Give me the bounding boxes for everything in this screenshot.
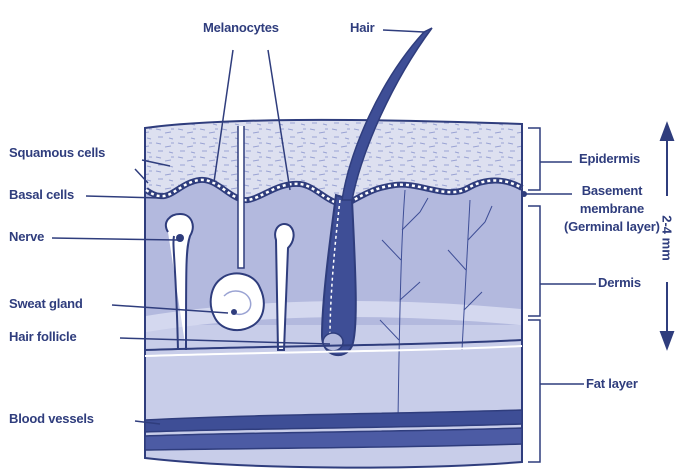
- label-fat-layer: Fat layer: [586, 376, 638, 391]
- label-epidermis: Epidermis: [579, 151, 640, 166]
- label-nerve: Nerve: [9, 229, 44, 244]
- label-hair-follicle: Hair follicle: [9, 329, 76, 344]
- label-germinal-layer: (Germinal layer): [564, 219, 656, 234]
- label-basement-membrane: Basement membrane (Germinal layer): [568, 183, 656, 234]
- bracket-fat-layer: [528, 320, 584, 462]
- label-sweat-gland: Sweat gland: [9, 296, 83, 311]
- leader-hair: [383, 30, 424, 32]
- label-hair: Hair: [350, 20, 375, 35]
- label-basement-line2: membrane: [568, 201, 656, 216]
- label-blood-vessels: Blood vessels: [9, 411, 94, 426]
- nerve-ending: [176, 234, 184, 242]
- bracket-epidermis: [528, 128, 572, 190]
- label-squamous-cells: Squamous cells: [9, 145, 105, 160]
- label-basal-cells: Basal cells: [9, 187, 74, 202]
- label-thickness-scale: 2-4 mm: [660, 215, 675, 261]
- label-melanocytes: Melanocytes: [203, 20, 279, 35]
- label-dermis: Dermis: [598, 275, 641, 290]
- label-basement-line1: Basement: [568, 183, 656, 198]
